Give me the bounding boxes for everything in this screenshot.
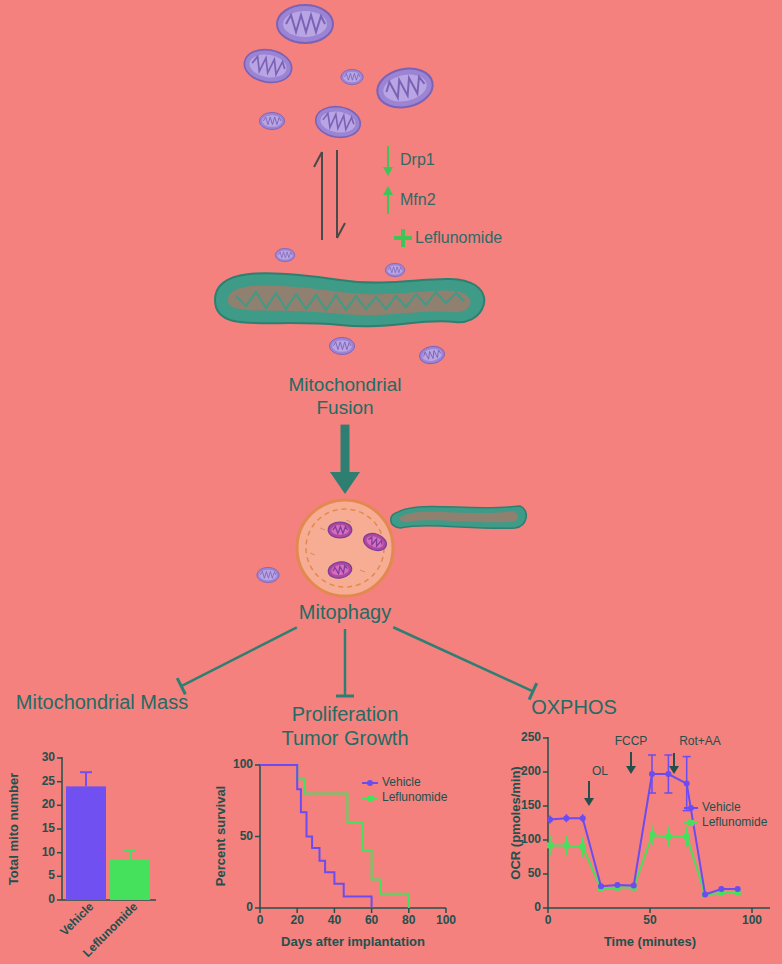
tick-label: 5 [48,869,55,883]
tick-label: 250 [521,731,541,745]
tick-label: 50 [240,830,253,844]
tick-label: 10 [42,846,55,860]
inhibition-line [393,627,536,699]
tick-label: 100 [521,833,541,847]
inhibition-line [336,629,354,696]
node-text: Mitochondrial Fusion [274,374,416,420]
protein-label: Mfn2 [400,191,436,209]
tick-label: 0 [534,901,541,915]
drug-label: Leflunomide [415,229,502,247]
tick-label: 0 [48,893,55,907]
axis-title: OCR (pmoles/min) [509,766,524,879]
tick-label: 0 [545,914,552,928]
legend-text: Leflunomide [702,816,767,830]
node-text: Mitophagy [284,600,406,624]
axis-title: Time (minutes) [604,935,696,950]
tick-label: 50 [643,914,656,928]
tick-label: 60 [365,914,378,928]
tick-label: 100 [233,758,253,772]
tick-label: 20 [42,798,55,812]
outcome-node: OXPHOS [527,693,621,721]
autophagosome-node: Mitophagy [280,498,410,626]
outcome-node: Mitochondrial Mass [12,688,192,716]
axis-title: Percent survival [214,786,229,886]
tick-label: 100 [436,914,456,928]
legend-text: Vehicle [702,801,741,815]
treatment-annotation: Rot+AA [679,735,721,749]
tick-label: 30 [42,751,55,765]
fusion-arrow [330,425,360,494]
tick-label: 0 [257,914,264,928]
treatment-annotation: OL [592,765,608,779]
tick-label: 100 [742,914,762,928]
node-text: Mitochondrial Mass [16,690,188,714]
protein-label: Drp1 [400,151,435,169]
tick-label: 150 [521,799,541,813]
tick-label: 0 [246,901,253,915]
legend-text: Vehicle [382,776,421,790]
legend-text: Leflunomide [382,791,447,805]
node-text: Proliferation Tumor Growth [274,702,416,750]
tick-label: 20 [291,914,304,928]
tick-label: 80 [402,914,415,928]
autophagosome-circle [280,498,410,598]
axis-title: Days after implantation [281,935,425,950]
outcome-node: Proliferation Tumor Growth [270,700,420,752]
axis-title: Total mito number [7,773,22,885]
tick-label: 25 [42,775,55,789]
category-label: Vehicle [58,900,97,939]
inhibition-line [177,627,297,694]
tick-label: 50 [528,867,541,881]
node-text: OXPHOS [531,695,617,719]
fusion-node: Mitochondrial Fusion [270,372,420,422]
treatment-annotation: FCCP [615,735,648,749]
tick-label: 15 [42,822,55,836]
tick-label: 40 [328,914,341,928]
tick-label: 200 [521,765,541,779]
